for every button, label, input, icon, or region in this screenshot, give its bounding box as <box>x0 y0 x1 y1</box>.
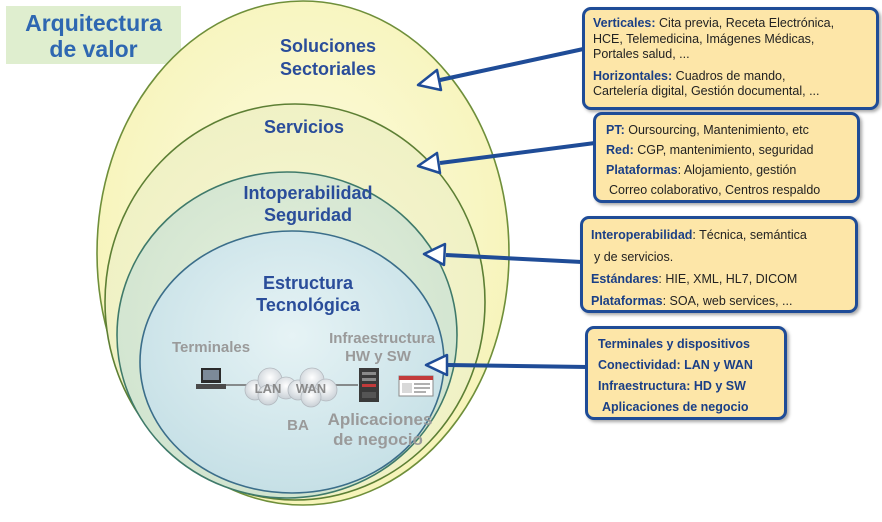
box2-row-3: Plataformas: Alojamiento, gestión <box>606 160 857 180</box>
box1-label-verticales: Verticales: <box>593 16 656 30</box>
callout-interoperabilidad-box: Interoperabilidad: Técnica, semántica y … <box>580 216 858 313</box>
box3-text-4: : SOA, web services, ... <box>662 294 793 308</box>
arrow-interoperabilidad-line <box>445 253 583 264</box>
computer-terminal-icon <box>196 368 226 389</box>
arrowhead-soluciones <box>416 68 443 92</box>
box3-text-3: : HIE, XML, HL7, DICOM <box>658 272 798 286</box>
box2-text-4: Correo colaborativo, Centros respaldo <box>609 183 821 197</box>
label-estructura-1: Estructura <box>263 273 354 293</box>
box4-row-3: Infraestructura: HD y SW <box>598 379 746 393</box>
wan-label: WAN <box>296 381 326 396</box>
title-line-1: Arquitectura <box>25 10 162 36</box>
box1-row-1: Verticales: Cita previa, Receta Electrón… <box>593 16 876 32</box>
arrowhead-servicios <box>416 151 442 175</box>
box3-row-2: y de servicios. <box>591 246 855 268</box>
terminales-label: Terminales <box>172 339 250 356</box>
arrow-servicios-line <box>439 141 596 165</box>
box1-row-4: Horizontales: Cuadros de mando, <box>593 69 876 85</box>
box3-row-1: Interoperabilidad: Técnica, semántica <box>591 224 855 246</box>
box2-label-red: Red: <box>606 143 634 157</box>
callout-servicios-box: PT: Oursourcing, Mantenimiento, etc Red:… <box>593 112 860 203</box>
box3-row-4: Plataformas: SOA, web services, ... <box>591 290 855 310</box>
box2-row-2: Red: CGP, mantenimiento, seguridad <box>606 140 857 160</box>
title-box: Arquitectura de valor <box>6 6 181 64</box>
title-line-2: de valor <box>49 36 138 62</box>
lan-label: LAN <box>255 381 282 396</box>
arrowhead-interoperabilidad <box>422 242 447 267</box>
box1-text-1: Cita previa, Receta Electrónica, <box>655 16 835 30</box>
label-servicios: Servicios <box>264 117 344 137</box>
box2-text-1: Oursourcing, Mantenimiento, etc <box>624 123 809 137</box>
infraestructura-label-2: HW y SW <box>345 348 412 365</box>
label-soluciones-1: Soluciones <box>280 36 376 56</box>
infraestructura-label-1: Infraestructura <box>329 330 436 347</box>
box1-row-3: Portales salud, ... <box>593 47 876 63</box>
box2-label-pt: PT: <box>606 123 625 137</box>
label-soluciones-2: Sectoriales <box>280 59 376 79</box>
box1-text-3: Portales salud, ... <box>593 47 690 61</box>
box3-text-1: : Técnica, semántica <box>692 228 807 242</box>
box2-text-2: CGP, mantenimiento, seguridad <box>633 143 814 157</box>
box1-text-4: Cuadros de mando, <box>672 68 786 83</box>
callout-estructura-box: Terminales y dispositivos Conectividad: … <box>585 326 787 420</box>
callout-soluciones-box: Verticales: Cita previa, Receta Electrón… <box>582 7 879 110</box>
arrowhead-estructura <box>424 353 449 377</box>
wan-cloud-icon <box>287 367 338 408</box>
arrow-estructura-line <box>447 363 589 369</box>
application-window-icon <box>398 375 434 397</box>
box2-row-1: PT: Oursourcing, Mantenimiento, etc <box>606 120 857 140</box>
arrow-soluciones-line <box>439 46 589 82</box>
server-icon <box>359 368 379 402</box>
box1-text-2: HCE, Telemedicina, Imágenes Médicas, <box>593 31 815 46</box>
ba-label: BA <box>287 417 309 434</box>
box2-row-4: Correo colaborativo, Centros respaldo <box>606 180 857 200</box>
box1-label-horizontales: Horizontales: <box>593 68 673 83</box>
box3-row-3: Estándares: HIE, XML, HL7, DICOM <box>591 268 855 290</box>
label-interoperabilidad-2: Seguridad <box>264 205 352 225</box>
box3-text-2: y de servicios. <box>594 250 674 264</box>
box3-label-estandares: Estándares <box>591 272 659 286</box>
box2-text-3: : Alojamiento, gestión <box>677 163 797 177</box>
aplicaciones-label-2: de negocio <box>333 430 423 449</box>
box3-label-plataformas: Plataformas <box>591 294 663 308</box>
box2-label-plataformas: Plataformas <box>606 163 678 177</box>
box4-row-2: Conectividad: LAN y WAN <box>598 358 753 372</box>
box4-row-1: Terminales y dispositivos <box>598 337 750 351</box>
aplicaciones-label-1: Aplicaciones <box>328 410 433 429</box>
label-interoperabilidad-1: Intoperabilidad <box>243 183 372 203</box>
label-estructura-2: Tecnológica <box>256 295 361 315</box>
box3-label-interoperabilidad: Interoperabilidad <box>591 228 693 242</box>
box4-row-4: Aplicaciones de negocio <box>602 400 749 414</box>
box1-row-2: HCE, Telemedicina, Imágenes Médicas, <box>593 32 876 48</box>
box1-row-5: Cartelería digital, Gestión documental, … <box>593 84 876 100</box>
box1-text-5: Cartelería digital, Gestión documental, … <box>593 84 820 98</box>
